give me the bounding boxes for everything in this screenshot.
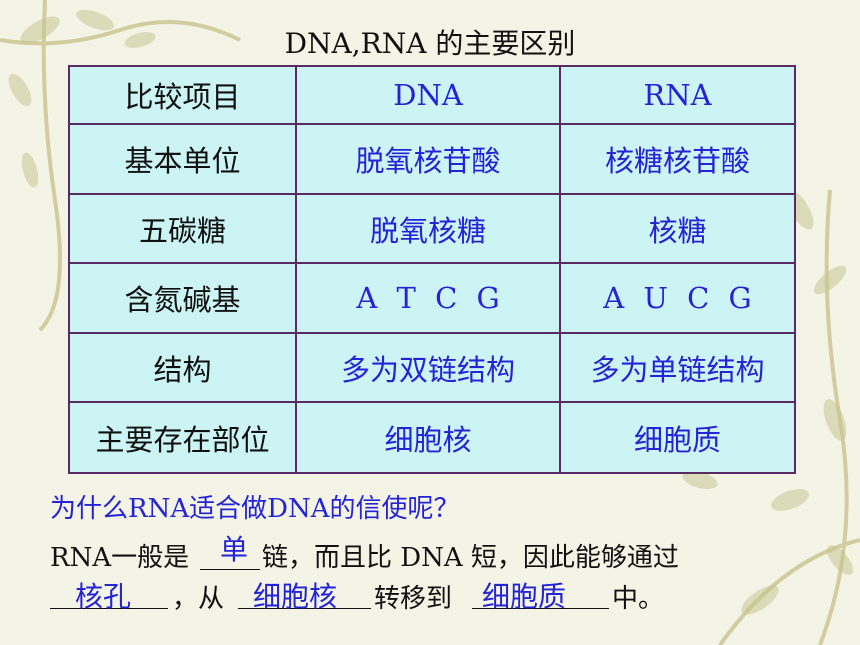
header-compare-item: 比较项目: [68, 65, 297, 125]
fill-line2-mid: 转移到: [374, 584, 453, 614]
fill-line1-prefix: RNA一般是: [50, 543, 190, 573]
table-row: 主要存在部位 细胞核 细胞质: [68, 401, 796, 474]
blank-1: [200, 569, 260, 570]
rna-cell: 多为单链结构: [559, 332, 796, 403]
rna-cell: A U C G: [559, 262, 796, 334]
answer-1: 单: [220, 533, 249, 566]
dna-cell: 脱氧核苷酸: [295, 123, 561, 195]
answer-2: 核孔: [75, 580, 132, 613]
answer-3: 细胞核: [253, 580, 338, 613]
table-row: 基本单位 脱氧核苷酸 核糖核苷酸: [68, 123, 796, 195]
row-label: 含氮碱基: [68, 262, 297, 334]
dna-cell: 多为双链结构: [295, 332, 561, 403]
row-label: 主要存在部位: [68, 401, 297, 474]
blank-2: [50, 608, 168, 609]
row-label: 五碳糖: [68, 193, 297, 264]
fill-line2-end: 中。: [612, 584, 665, 614]
rna-cell: 细胞质: [559, 401, 796, 474]
fill-line2-comma: ，从: [172, 584, 225, 614]
comparison-table: 比较项目 DNA RNA 基本单位 脱氧核苷酸 核糖核苷酸 五碳糖 脱氧核糖 核…: [68, 65, 796, 474]
page-title: DNA,RNA 的主要区别: [284, 27, 576, 60]
table-row: 含氮碱基 A T C G A U C G: [68, 262, 796, 334]
blank-3: [238, 608, 371, 609]
blank-4: [472, 608, 609, 609]
table-row: 结构 多为双链结构 多为单链结构: [68, 332, 796, 403]
table-row: 五碳糖 脱氧核糖 核糖: [68, 193, 796, 264]
dna-cell: 细胞核: [295, 401, 561, 474]
dna-cell: 脱氧核糖: [295, 193, 561, 264]
question-text: 为什么RNA适合做DNA的信使呢？: [50, 494, 460, 524]
fill-line1-suffix: 链，而且比 DNA 短，因此能够通过: [262, 543, 679, 573]
header-rna: RNA: [559, 65, 796, 125]
rna-cell: 核糖核苷酸: [559, 123, 796, 195]
header-dna: DNA: [295, 65, 561, 125]
row-label: 结构: [68, 332, 297, 403]
rna-cell: 核糖: [559, 193, 796, 264]
row-label: 基本单位: [68, 123, 297, 195]
table-header-row: 比较项目 DNA RNA: [68, 65, 796, 125]
answer-4: 细胞质: [482, 580, 567, 613]
dna-cell: A T C G: [295, 262, 561, 334]
